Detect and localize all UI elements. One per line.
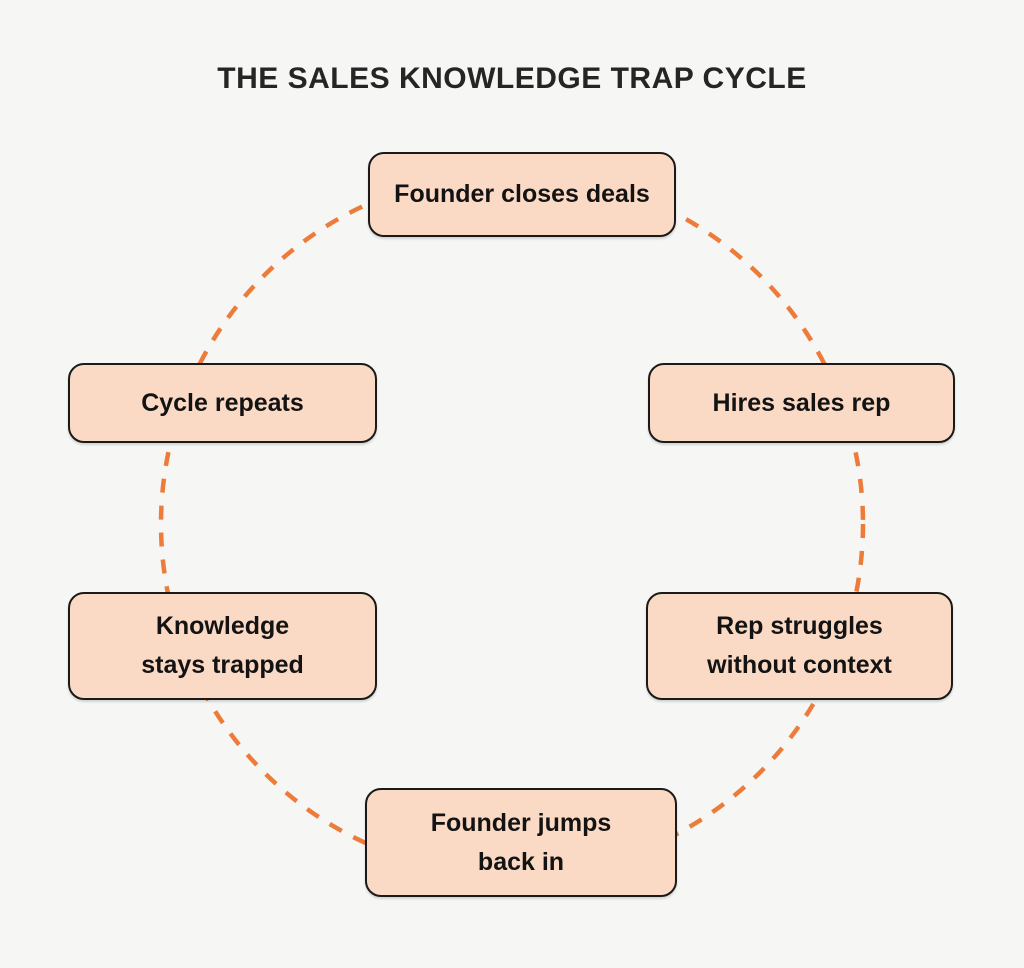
node-knowledge-stays-trapped: Knowledge stays trapped: [68, 592, 377, 700]
dashed-circle-connector: [158, 170, 866, 878]
node-founder-closes-deals: Founder closes deals: [368, 152, 676, 237]
node-founder-jumps-back-in: Founder jumps back in: [365, 788, 677, 897]
node-cycle-repeats: Cycle repeats: [68, 363, 377, 443]
diagram-title: THE SALES KNOWLEDGE TRAP CYCLE: [217, 62, 807, 95]
node-hires-sales-rep: Hires sales rep: [648, 363, 955, 443]
node-rep-struggles-without-context: Rep struggles without context: [646, 592, 953, 700]
